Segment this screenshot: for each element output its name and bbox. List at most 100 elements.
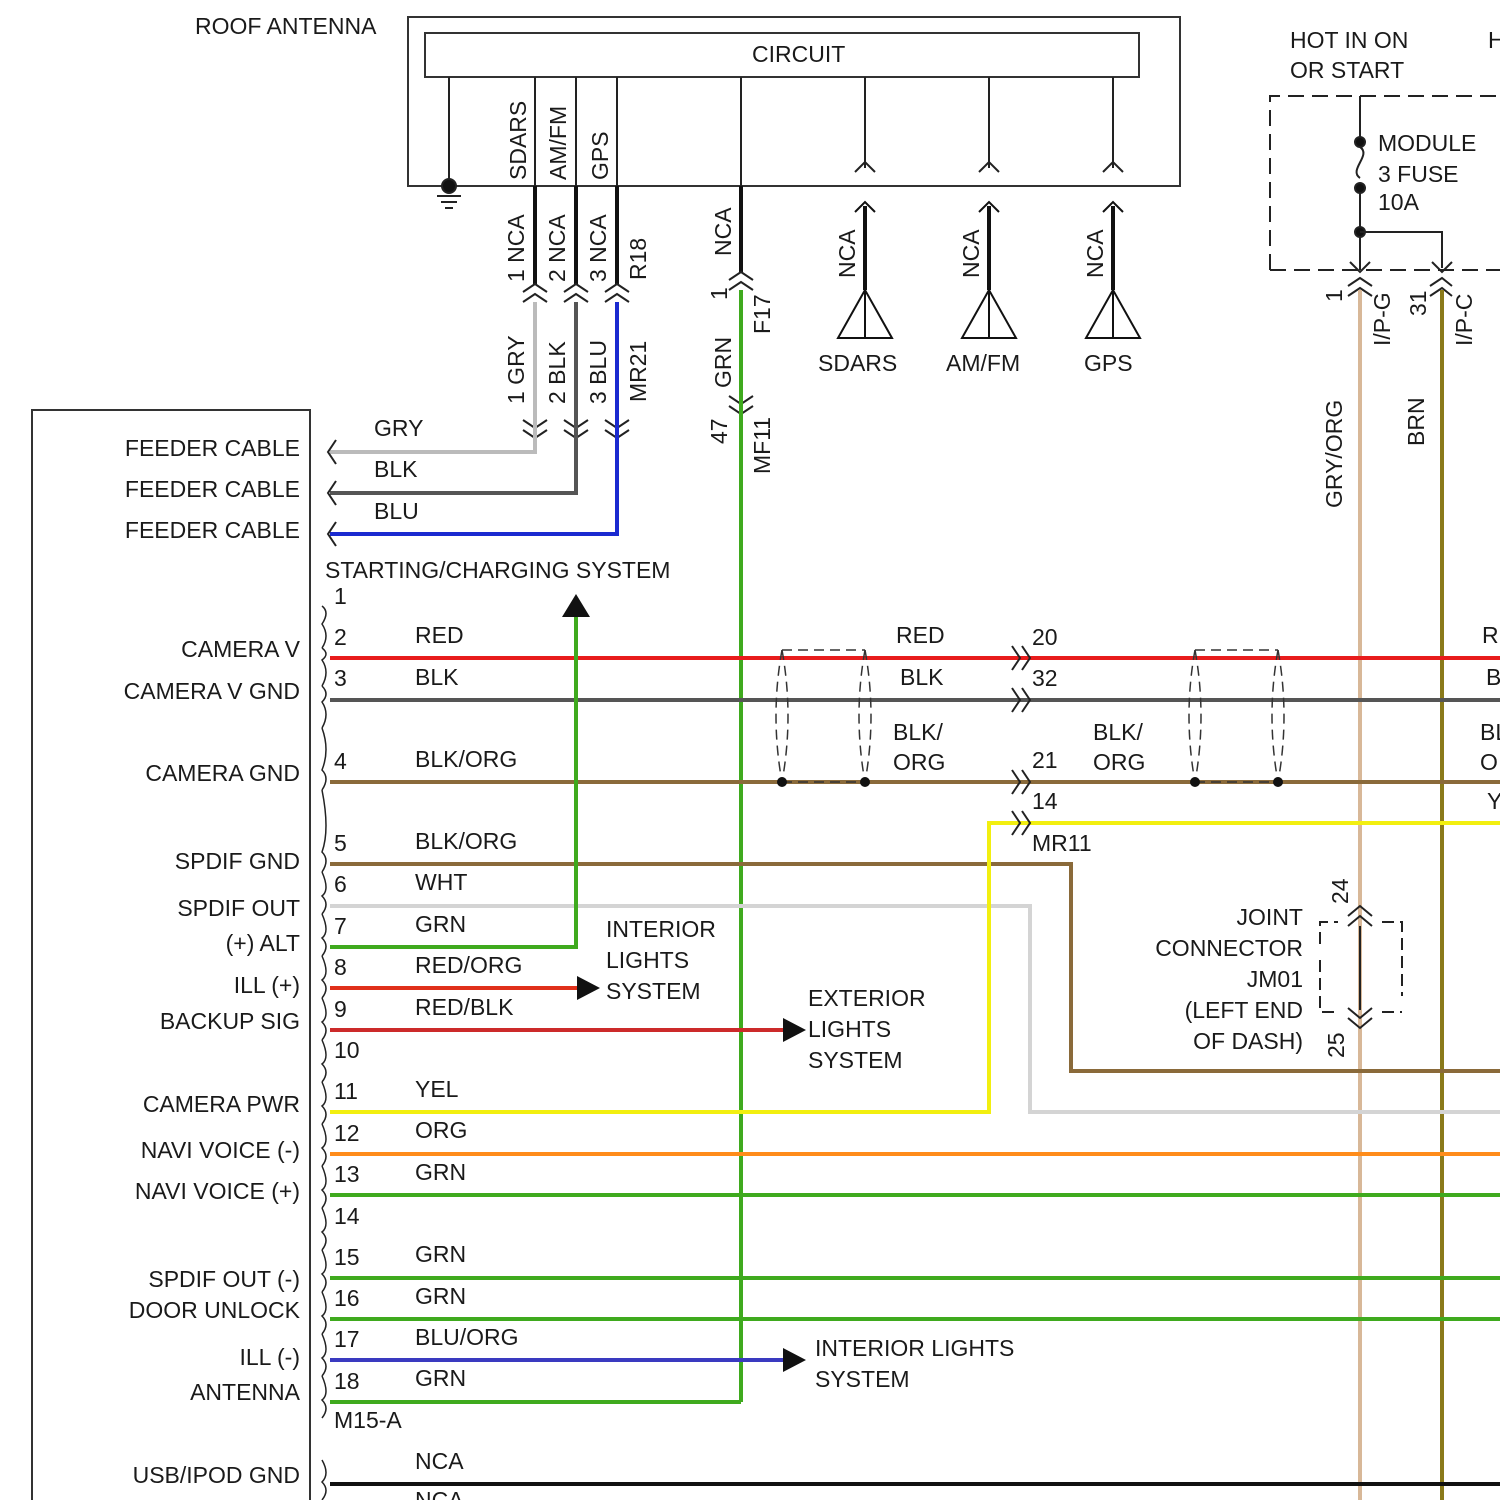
color-pin17: BLU/ORG <box>415 1324 519 1350</box>
edge-o: O <box>1480 749 1498 775</box>
color-pin16: GRN <box>415 1283 466 1309</box>
mid-connector-chevrons <box>1012 646 1030 835</box>
wire-label-r18: R18 <box>625 238 651 280</box>
joint-label-3: JM01 <box>1247 966 1303 992</box>
ground-icon <box>437 179 461 208</box>
joint-connector-labels: JOINT CONNECTOR JM01 (LEFT END OF DASH) <box>1155 904 1303 1054</box>
pin-14: 14 <box>334 1203 360 1229</box>
fuse-label-1: MODULE <box>1378 130 1476 156</box>
feeder-label-2: FEEDER CABLE <box>125 476 300 502</box>
feeder-label-1: FEEDER CABLE <box>125 435 300 461</box>
mid-pin20: 20 <box>1032 624 1058 650</box>
mid-blkorg-1: BLK/ <box>893 719 943 745</box>
roof-antenna-label: ROOF ANTENNA <box>195 13 377 39</box>
shield-dot-1 <box>777 777 787 787</box>
fuse-label-3: 10A <box>1378 189 1420 215</box>
pin-7: 7 <box>334 913 347 939</box>
label-spdif-out: SPDIF OUT <box>177 895 300 921</box>
interior-lights-b2: SYSTEM <box>815 1366 910 1392</box>
arrow-exterior-lights <box>783 1018 806 1042</box>
joint-pin-24: 24 <box>1327 878 1353 904</box>
shield-dot-4 <box>1273 777 1283 787</box>
color-pin15: GRN <box>415 1241 466 1267</box>
input-label-amfm: AM/FM <box>545 106 571 180</box>
connector-m15a: M15-A <box>334 1407 402 1433</box>
fuse-output-chevrons <box>1348 278 1452 296</box>
joint-label-5: OF DASH) <box>1193 1028 1303 1054</box>
pin-9: 9 <box>334 996 347 1022</box>
feeder-wire-label-47: 47 <box>706 418 732 444</box>
shield-dot-2 <box>860 777 870 787</box>
fuse-pin-1: 1 <box>1321 289 1347 302</box>
exterior-lights-1: EXTERIOR <box>808 985 926 1011</box>
feeder-color-blk: BLK <box>374 456 418 482</box>
fuse-color-gryorg: GRY/ORG <box>1321 400 1347 508</box>
antenna-nca-2: NCA <box>958 229 984 278</box>
label-navi-voice-minus: NAVI VOICE (-) <box>141 1137 300 1163</box>
pin-3: 3 <box>334 665 347 691</box>
pin-12: 12 <box>334 1120 360 1146</box>
pin-function-labels: CAMERA V CAMERA V GND CAMERA GND SPDIF G… <box>124 636 301 1488</box>
interior-lights-b1: INTERIOR LIGHTS <box>815 1335 1014 1361</box>
mid-pin14: 14 <box>1032 788 1058 814</box>
feeder-cable-labels: FEEDER CABLE FEEDER CABLE FEEDER CABLE <box>125 435 300 543</box>
wire-color-labels: RED BLK BLK/ORG BLK/ORG WHT GRN RED/ORG … <box>415 622 522 1500</box>
hot-label-1: HOT IN ON <box>1290 27 1408 53</box>
wire-label-nca-f: NCA <box>710 207 736 256</box>
wire-label-pin1: 1 <box>706 287 732 300</box>
label-door-unlock: DOOR UNLOCK <box>129 1297 301 1323</box>
exterior-lights-2: LIGHTS <box>808 1016 891 1042</box>
label-spdif-out-minus: SPDIF OUT (-) <box>148 1266 300 1292</box>
label-camera-pwr: CAMERA PWR <box>143 1091 300 1117</box>
color-pin2: RED <box>415 622 464 648</box>
feeder-wire-label-mr21: MR21 <box>625 341 651 402</box>
feeder-wire-label-mf11: MF11 <box>749 417 775 474</box>
label-ill-plus: ILL (+) <box>234 972 300 998</box>
label-backup-sig: BACKUP SIG <box>160 1008 300 1034</box>
exterior-lights-3: SYSTEM <box>808 1047 903 1073</box>
fuse-label-2: 3 FUSE <box>1378 161 1459 187</box>
color-pin7: GRN <box>415 911 466 937</box>
pin-16: 16 <box>334 1285 360 1311</box>
pin-brackets <box>322 606 326 1500</box>
input-label-gps: GPS <box>587 131 613 180</box>
color-pin12: ORG <box>415 1117 467 1143</box>
mid-pin21: 21 <box>1032 747 1058 773</box>
circuit-label: CIRCUIT <box>752 41 845 67</box>
mid-pin32: 32 <box>1032 665 1058 691</box>
color-pin6: WHT <box>415 869 467 895</box>
pin-11: 11 <box>334 1078 358 1104</box>
label-antenna: ANTENNA <box>190 1379 301 1405</box>
feeder-wire-label-3blu: 3 BLU <box>585 340 611 404</box>
label-camera-v: CAMERA V <box>181 636 301 662</box>
wire-label-2nca: 2 NCA <box>544 214 570 282</box>
antenna-nca-3: NCA <box>1082 229 1108 278</box>
color-usb-1: NCA <box>415 1448 464 1474</box>
color-pin5: BLK/ORG <box>415 828 517 854</box>
edge-r: R <box>1482 622 1499 648</box>
pin-1: 1 <box>334 583 347 609</box>
pin-17: 17 <box>334 1326 360 1352</box>
label-usb-ipod-gnd: USB/IPOD GND <box>133 1462 300 1488</box>
pin-13: 13 <box>334 1161 360 1187</box>
color-usb-2: NCA <box>415 1487 464 1500</box>
antenna-amfm: AM/FM <box>946 350 1020 376</box>
starting-system-label: STARTING/CHARGING SYSTEM <box>325 557 670 583</box>
feeder-color-gry: GRY <box>374 415 423 441</box>
color-pin11: YEL <box>415 1076 459 1102</box>
mid-blkorg2-1: BLK/ <box>1093 719 1143 745</box>
shield-group-1 <box>776 650 871 782</box>
pin-8: 8 <box>334 954 347 980</box>
wire-label-f17: F17 <box>749 294 775 334</box>
hot-label-edge: H <box>1488 27 1500 53</box>
edge-y: Y <box>1487 788 1500 814</box>
label-camera-v-gnd: CAMERA V GND <box>124 678 300 704</box>
color-pin8: RED/ORG <box>415 952 522 978</box>
label-alt: (+) ALT <box>226 930 300 956</box>
mid-blk: BLK <box>900 664 944 690</box>
pin-5: 5 <box>334 830 347 856</box>
joint-label-1: JOINT <box>1237 904 1303 930</box>
fuse-color-brn: BRN <box>1403 397 1429 446</box>
feeder-wire-label-1gry: 1 GRY <box>503 335 529 404</box>
mid-red: RED <box>896 622 945 648</box>
